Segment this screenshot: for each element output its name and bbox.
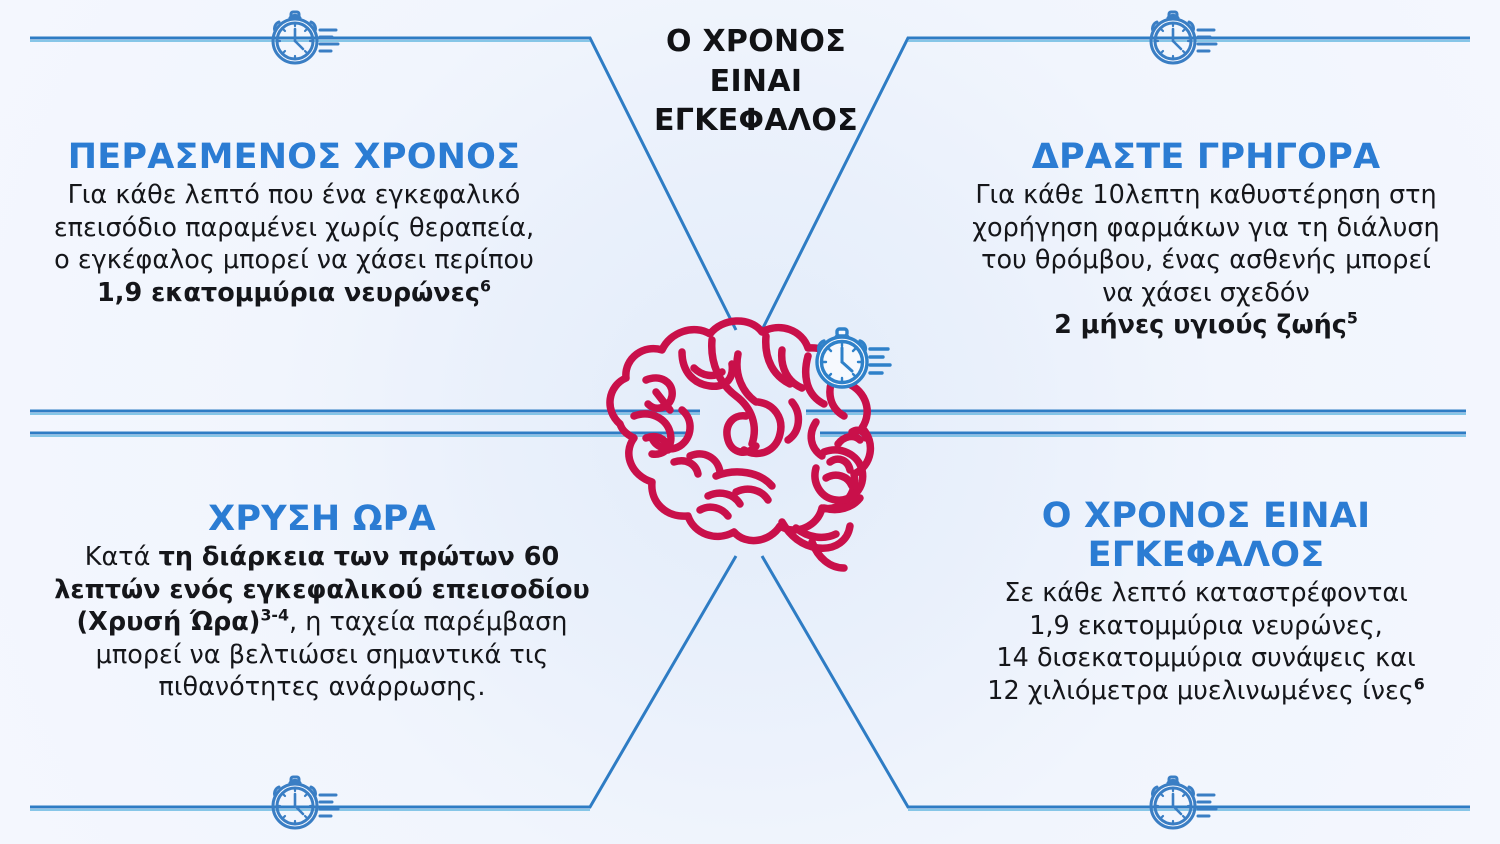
stopwatch-icon — [1149, 10, 1218, 65]
body-line: του θρόμβου, ένας ασθενής μπορεί — [981, 245, 1431, 276]
reference-superscript: 6 — [479, 276, 491, 296]
body-line: Για κάθε λεπτό που ένα εγκεφαλικό — [67, 180, 521, 211]
quadrant-top-left-emphasis: 1,9 εκατομμύρια νευρώνες — [97, 277, 480, 308]
quadrant-top-right: ΔΡΑΣΤΕ ΓΡΗΓΟΡΑ Για κάθε 10λεπτη καθυστέρ… — [930, 137, 1482, 342]
stopwatch-icon — [271, 775, 340, 830]
brain-icon — [606, 317, 875, 572]
quadrant-top-right-heading: ΔΡΑΣΤΕ ΓΡΗΓΟΡΑ — [1031, 137, 1381, 177]
body-line: Σε κάθε λεπτό καταστρέφονται — [1004, 578, 1408, 609]
stopwatch-icon — [815, 327, 892, 389]
quadrant-top-left: ΠΕΡΑΣΜΕΝΟΣ ΧΡΟΝΟΣ Για κάθε λεπτό που ένα… — [18, 137, 570, 309]
reference-superscript: 6 — [1413, 674, 1425, 694]
quadrant-top-left-heading: ΠΕΡΑΣΜΕΝΟΣ ΧΡΟΝΟΣ — [67, 137, 521, 177]
body-line: χορήγηση φαρμάκων για τη διάλυση — [972, 212, 1440, 243]
quadrant-bottom-right: Ο ΧΡΟΝΟΣ ΕΙΝΑΙ ΕΓΚΕΦΑΛΟΣ Σε κάθε λεπτό κ… — [930, 496, 1482, 707]
body-line: να χάσει σχεδόν — [1102, 277, 1310, 308]
center-title: Ο ΧΡΟΝΟΣ ΕΙΝΑΙ ΕΓΚΕΦΑΛΟΣ — [654, 24, 858, 139]
quadrant-bottom-left-body: Κατά τη διάρκεια των πρώτων 60 λεπτών εν… — [52, 541, 592, 704]
reference-superscript: 5 — [1346, 308, 1358, 328]
body-line: Για κάθε 10λεπτη καθυστέρηση στη — [975, 180, 1437, 211]
body-line: ο εγκέφαλος μπορεί να χάσει περίπου — [54, 245, 534, 276]
body-line: επεισόδιο παραμένει χωρίς θεραπεία, — [53, 212, 535, 243]
stopwatch-icon — [271, 10, 340, 65]
body-line: 14 δισεκατομμύρια συνάψεις και — [996, 643, 1416, 674]
reference-superscript: 3-4 — [260, 605, 289, 625]
body-lead: Κατά — [84, 542, 159, 573]
body-line: 1,9 εκατομμύρια νευρώνες, — [1029, 610, 1383, 641]
quadrant-bottom-right-heading: Ο ΧΡΟΝΟΣ ΕΙΝΑΙ ΕΓΚΕΦΑΛΟΣ — [1041, 496, 1371, 576]
stopwatch-icon — [1149, 775, 1218, 830]
body-tail: , η ταχεία παρέμβαση μπορεί να βελτιώσει… — [95, 607, 568, 703]
quadrant-bottom-left-heading: ΧΡΥΣΗ ΩΡΑ — [208, 499, 436, 539]
quadrant-top-right-emphasis: 2 μήνες υγιούς ζωής — [1054, 310, 1347, 341]
quadrant-bottom-left: ΧΡΥΣΗ ΩΡΑ Κατά τη διάρκεια των πρώτων 60… — [52, 499, 592, 704]
body-line: 12 χιλιόμετρα μυελινωμένες ίνες — [987, 675, 1414, 706]
quadrant-bottom-left-emphasis: τη διάρκεια των πρώτων 60 λεπτών ενός εγ… — [54, 542, 590, 638]
